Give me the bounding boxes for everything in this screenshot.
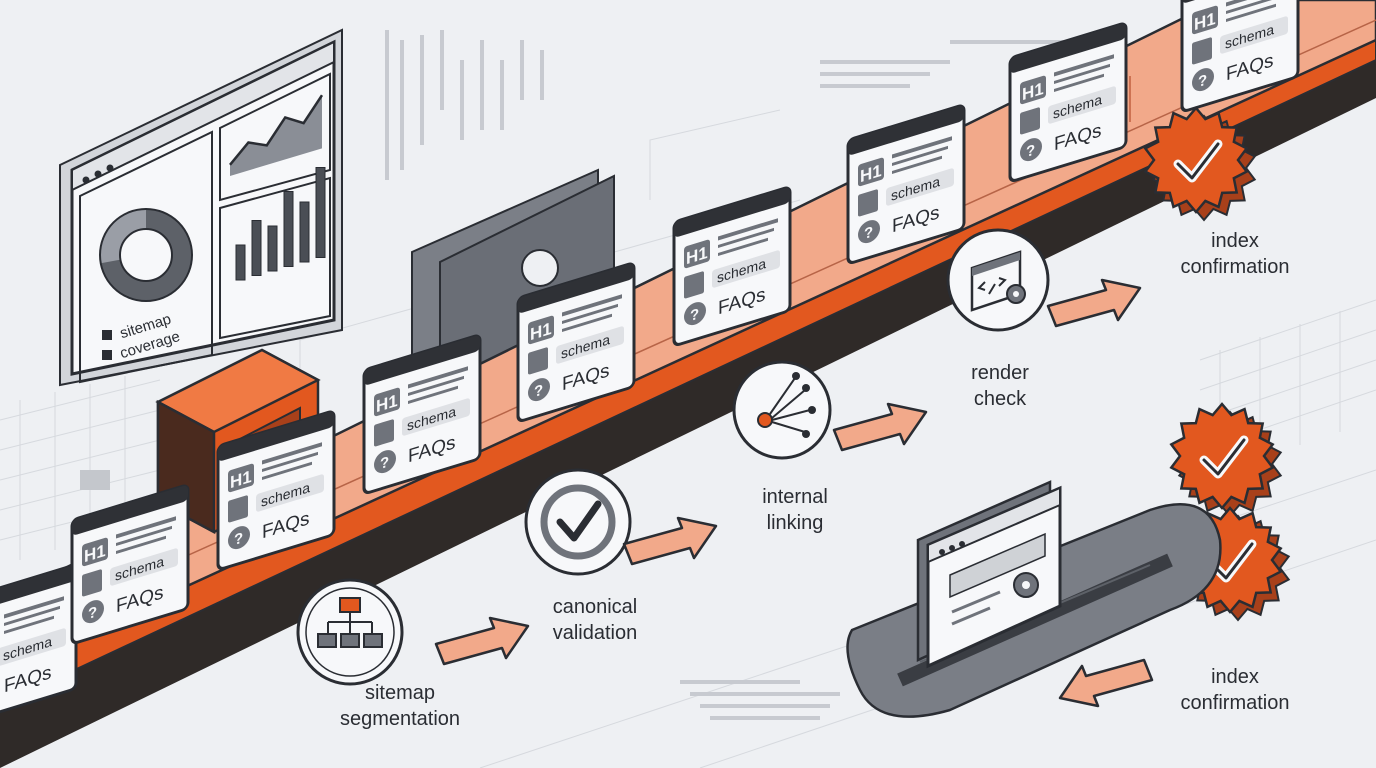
question-icon: ? (1026, 142, 1035, 161)
donut-segment (100, 209, 192, 301)
trend-area-chart (229, 94, 324, 176)
legend-swatch-coverage (102, 350, 112, 360)
bar-6 (315, 167, 326, 258)
question-icon: ? (88, 604, 97, 623)
card-heading-label: H1 (686, 242, 708, 268)
coverage-bar-chart (235, 167, 326, 281)
page-cards: H1schemaFAQs?H1schemaFAQs?H1schemaFAQs?H… (0, 0, 1298, 724)
check-badge-icon (1143, 106, 1257, 222)
card-heading-label: H1 (860, 160, 882, 186)
coverage-donut (99, 208, 193, 302)
check-circle-icon (524, 468, 632, 576)
question-icon: ? (534, 382, 543, 401)
card-heading-label: H1 (84, 540, 106, 566)
card-heading-label: H1 (1194, 8, 1216, 34)
card-heading-label: H1 (230, 466, 252, 492)
donut-outline (99, 208, 193, 302)
legend-swatch-sitemap (102, 330, 112, 340)
bar-3 (267, 225, 278, 272)
card-heading-label: H1 (1022, 78, 1044, 104)
grid-cell (80, 470, 110, 490)
question-icon: ? (380, 454, 389, 473)
trend-line (229, 94, 324, 166)
sitemap-segmentation-icon (296, 578, 404, 686)
check-badge-icon (1169, 402, 1283, 518)
card-heading-label: H1 (376, 390, 398, 416)
bar-1 (235, 244, 246, 281)
question-icon: ? (1198, 72, 1207, 91)
donut-hole (119, 228, 173, 282)
question-icon: ? (234, 530, 243, 549)
bar-2 (251, 220, 262, 276)
question-icon: ? (864, 224, 873, 243)
question-icon: ? (690, 306, 699, 325)
code-gear-icon (946, 228, 1050, 332)
card-heading-label: H1 (530, 318, 552, 344)
bar-5 (299, 201, 310, 263)
browser-window-icon (916, 480, 1062, 669)
link-graph-icon (732, 360, 832, 460)
coverage-dashboard (59, 28, 343, 387)
trend-area (230, 95, 322, 176)
decorative-text-lines (385, 30, 1070, 720)
bar-4 (283, 191, 294, 267)
